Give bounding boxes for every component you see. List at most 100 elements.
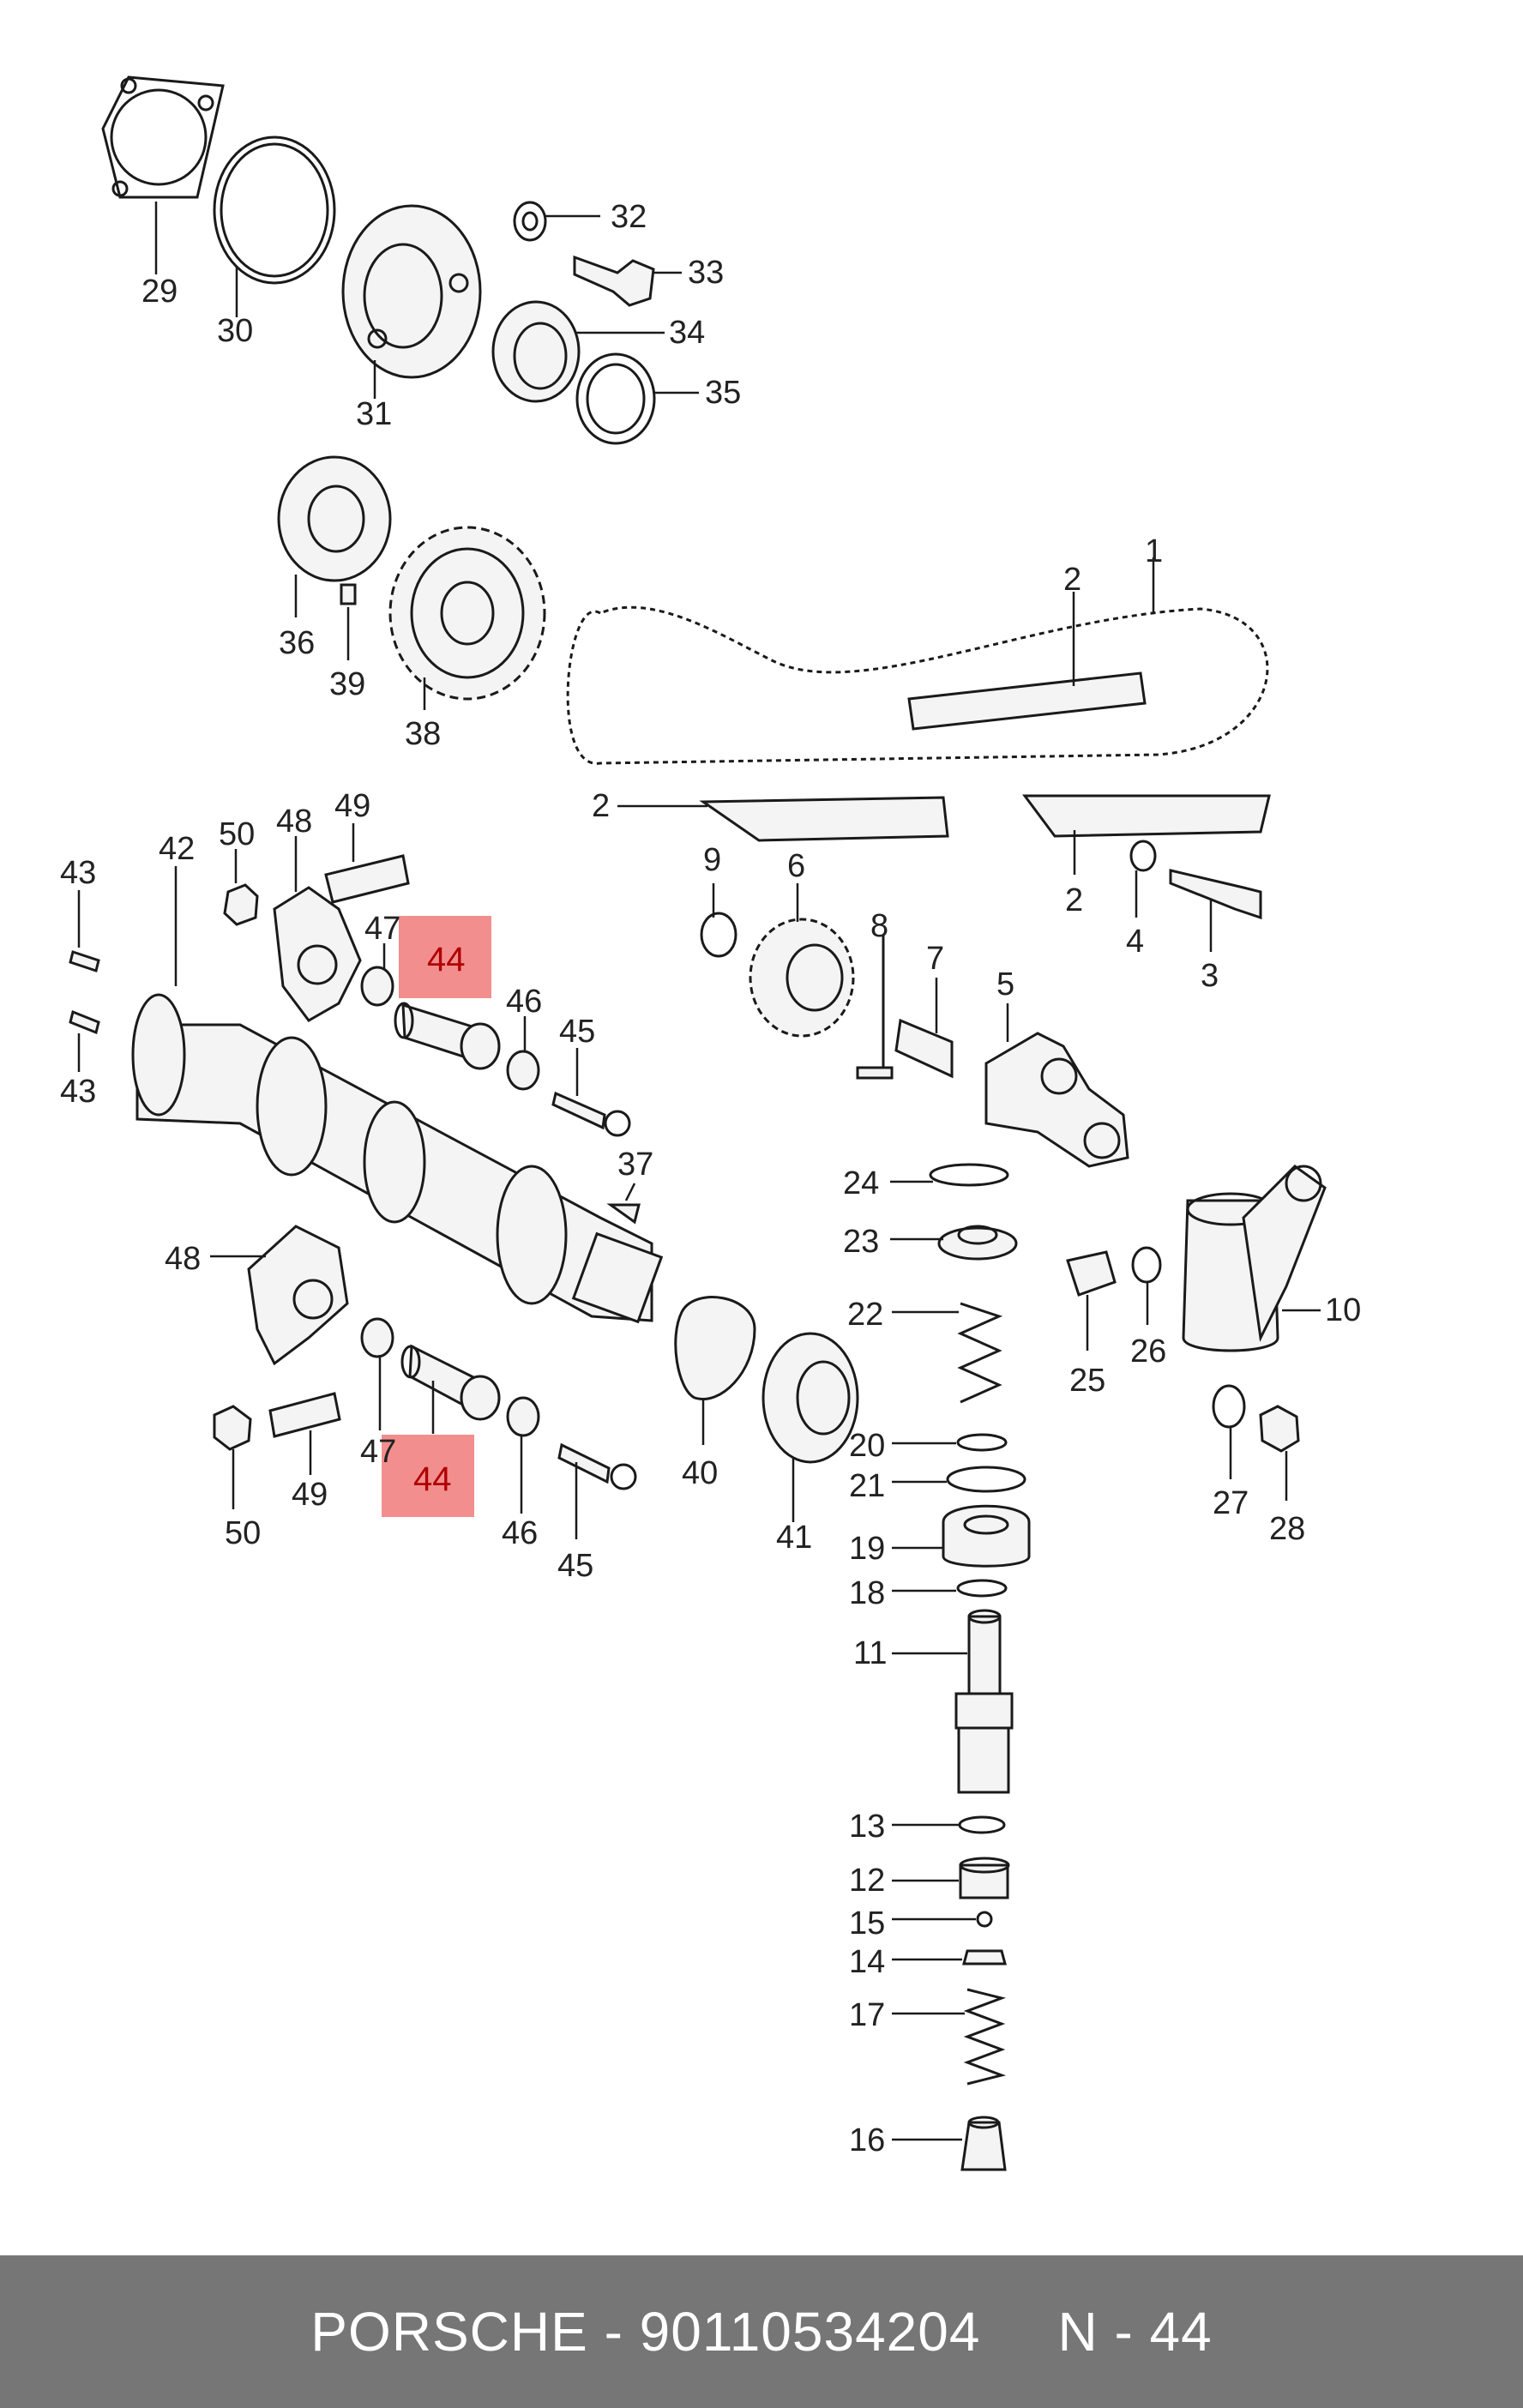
callout-6: 6 <box>787 848 805 884</box>
callout-43-upper: 43 <box>60 855 96 891</box>
callout-5: 5 <box>996 966 1014 1002</box>
part-6-sprocket <box>749 883 855 1038</box>
callout-2-left: 2 <box>592 788 610 824</box>
part-14-retainer <box>892 1949 1007 1966</box>
part-46-ring-upper <box>506 1016 540 1091</box>
highlight-box-44-upper[interactable] <box>399 916 491 998</box>
part-23-cap <box>890 1225 1018 1261</box>
callout-7: 7 <box>926 941 944 977</box>
callout-25: 25 <box>1069 1363 1105 1399</box>
callout-45-lower: 45 <box>557 1548 593 1584</box>
callout-1: 1 <box>1145 533 1163 569</box>
callout-43-lower: 43 <box>60 1074 96 1110</box>
part-44-rocker-shaft-upper[interactable] <box>394 1002 501 1070</box>
reference-label: N - 44 <box>1057 2301 1213 2363</box>
part-number-label: PORSCHE - 90110534204 <box>310 2301 981 2363</box>
callout-36: 36 <box>279 625 315 661</box>
callout-19: 19 <box>849 1531 885 1567</box>
callout-35: 35 <box>705 375 741 411</box>
part-27-tab-washer <box>1212 1384 1246 1479</box>
part-49-adjuster-upper <box>324 823 410 904</box>
callout-17: 17 <box>849 1997 885 2033</box>
part-43-pin-upper <box>69 890 100 972</box>
part-18-ring <box>892 1579 1008 1598</box>
part-12-valve-seat <box>892 1857 1010 1899</box>
callout-30: 30 <box>217 313 253 349</box>
callout-46-lower: 46 <box>502 1515 538 1551</box>
part-49-adjuster-lower <box>268 1392 341 1475</box>
callout-2-top: 2 <box>1063 562 1081 598</box>
callout-45-upper: 45 <box>559 1014 595 1050</box>
callout-9: 9 <box>703 842 721 878</box>
callout-18: 18 <box>849 1575 885 1611</box>
part-48-rocker-arm-lower <box>210 1225 349 1366</box>
callout-48-upper: 48 <box>276 804 312 840</box>
part-20-ring <box>892 1433 1008 1452</box>
callout-47-upper: 47 <box>364 911 400 947</box>
callout-10: 10 <box>1325 1292 1361 1328</box>
part-17-spring <box>892 1988 1007 2086</box>
part-2-guide-right <box>1022 794 1271 875</box>
part-5-tensioner-arm <box>984 1003 1129 1168</box>
callout-33: 33 <box>688 255 724 291</box>
callout-34: 34 <box>669 315 705 351</box>
callout-41: 41 <box>776 1520 812 1556</box>
part-39-pin <box>340 583 357 660</box>
part-21-ring <box>892 1466 1026 1493</box>
part-33-bolt <box>573 255 682 307</box>
part-44-rocker-shaft-lower[interactable] <box>400 1344 501 1434</box>
part-16-cap <box>892 2116 1007 2171</box>
part-3-bolt <box>1169 869 1262 952</box>
part-24-ring <box>890 1163 1009 1187</box>
callout-38: 38 <box>405 716 441 752</box>
callout-44-upper: 44 <box>427 941 466 978</box>
part-15-ball <box>892 1911 993 1928</box>
callout-4: 4 <box>1126 924 1144 960</box>
part-35-ring <box>575 352 699 445</box>
part-30-oring <box>213 135 336 317</box>
footer-bar: PORSCHE - 90110534204 N - 44 <box>0 2255 1523 2408</box>
callout-47-lower: 47 <box>360 1434 396 1470</box>
part-22-spring <box>892 1302 1003 1404</box>
part-31-flange <box>341 204 482 399</box>
parts-diagram: 29 30 31 32 33 34 35 36 39 38 1 2 2 2 3 … <box>60 75 1361 2171</box>
callout-49-upper: 49 <box>334 788 370 824</box>
callout-44-lower: 44 <box>413 1460 452 1498</box>
callout-24: 24 <box>843 1165 879 1201</box>
callout-labels: 29 30 31 32 33 34 35 36 39 38 1 2 2 2 3 … <box>60 199 1361 2158</box>
highlight-box-44-lower[interactable] <box>382 1435 474 1517</box>
callout-32: 32 <box>611 199 647 235</box>
part-29-gasket <box>101 75 225 274</box>
callout-11: 11 <box>853 1635 887 1671</box>
callout-15: 15 <box>849 1905 885 1941</box>
part-40-spacer <box>674 1296 756 1445</box>
part-25-bolt <box>1066 1250 1117 1351</box>
part-48-rocker-arm-upper <box>273 836 362 1022</box>
callout-49-lower: 49 <box>292 1477 328 1513</box>
callout-23: 23 <box>843 1224 879 1260</box>
part-28-nut <box>1259 1405 1300 1501</box>
part-47-bushing-lower <box>360 1317 394 1430</box>
callout-37: 37 <box>617 1147 653 1183</box>
part-2-guide-upper <box>907 592 1147 731</box>
callout-39: 39 <box>329 666 365 702</box>
part-11-plunger <box>892 1609 1014 1794</box>
part-47-bushing-upper <box>360 943 394 1007</box>
callout-20: 20 <box>849 1428 885 1464</box>
part-4-washer <box>1129 840 1157 918</box>
part-10-tensioner-housing <box>1182 1165 1327 1352</box>
callout-22: 22 <box>847 1297 883 1333</box>
part-43-pin-lower <box>69 1009 100 1072</box>
part-34-seal <box>491 300 665 403</box>
callout-12: 12 <box>849 1863 885 1899</box>
callout-27: 27 <box>1213 1485 1249 1521</box>
part-37-key <box>606 1183 641 1225</box>
callout-16: 16 <box>849 2122 885 2158</box>
part-45-bolt-lower <box>557 1442 637 1539</box>
part-1-chain <box>566 557 1269 765</box>
part-13-ring <box>892 1815 1006 1834</box>
callout-31: 31 <box>356 396 392 432</box>
part-41-nut <box>762 1332 859 1522</box>
callout-48-lower: 48 <box>165 1241 201 1277</box>
part-9-circlip <box>700 883 737 958</box>
